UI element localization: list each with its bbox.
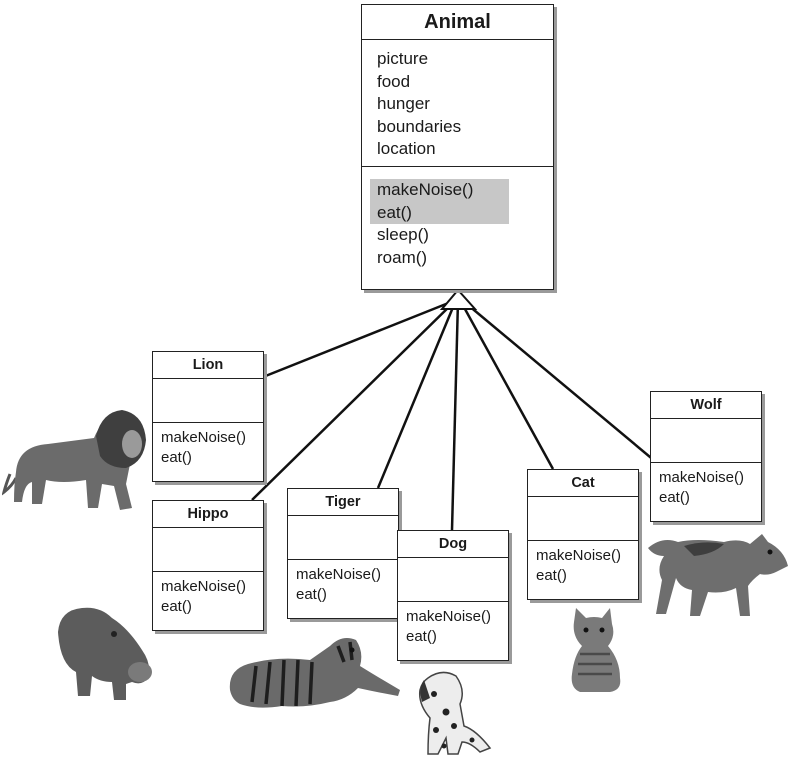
methods-compartment: makeNoise() eat() xyxy=(288,560,398,604)
dog-icon xyxy=(418,671,492,755)
methods-compartment: makeNoise() eat() xyxy=(398,602,508,646)
connector-cat xyxy=(458,299,555,470)
class-name: Wolf xyxy=(651,392,761,419)
attribute: boundaries xyxy=(377,116,462,136)
method: sleep() xyxy=(377,225,429,244)
method: makeNoise() xyxy=(536,547,622,564)
lion-icon xyxy=(2,410,146,510)
cat-class-box: Cat makeNoise() eat() xyxy=(527,469,639,600)
method: eat() xyxy=(406,627,437,645)
attributes-compartment xyxy=(398,558,508,602)
method: eat() xyxy=(161,597,192,615)
methods-compartment: makeNoise() eat() sleep() roam() xyxy=(362,167,553,269)
attribute: hunger xyxy=(377,94,430,113)
hippo-icon xyxy=(58,607,152,700)
attributes-compartment xyxy=(651,419,761,463)
cat-icon xyxy=(571,608,621,692)
attribute: location xyxy=(377,139,436,158)
animal-class-box: Animal picture food hunger boundaries lo… xyxy=(361,4,554,290)
method: roam() xyxy=(377,247,428,267)
tiger-icon xyxy=(229,638,400,708)
method-highlighted: makeNoise() xyxy=(370,179,509,202)
attributes-compartment: picture food hunger boundaries location xyxy=(362,40,553,167)
connector-wolf xyxy=(461,299,657,463)
method: makeNoise() xyxy=(161,578,247,595)
inheritance-arrowhead xyxy=(439,288,478,310)
wolf-icon xyxy=(648,534,788,616)
methods-compartment: makeNoise() eat() xyxy=(153,423,263,467)
attributes-compartment xyxy=(153,528,263,572)
method: eat() xyxy=(161,448,192,466)
wolf-class-box: Wolf makeNoise() eat() xyxy=(650,391,762,522)
class-name: Tiger xyxy=(288,489,398,516)
attribute: picture xyxy=(377,49,429,68)
tiger-class-box: Tiger makeNoise() eat() xyxy=(287,488,399,619)
method: eat() xyxy=(536,566,567,584)
attribute: food xyxy=(377,71,411,91)
method: eat() xyxy=(296,585,327,603)
attributes-compartment xyxy=(528,497,638,541)
class-name: Animal xyxy=(362,5,553,40)
class-name: Lion xyxy=(153,352,263,379)
hippo-class-box: Hippo makeNoise() eat() xyxy=(152,500,264,631)
class-name: Dog xyxy=(398,531,508,558)
connector-tiger xyxy=(376,299,458,489)
connector-hippo xyxy=(251,299,457,501)
methods-compartment: makeNoise() eat() xyxy=(651,463,761,507)
attributes-compartment xyxy=(153,379,263,423)
class-name: Cat xyxy=(528,470,638,497)
lion-class-box: Lion makeNoise() eat() xyxy=(152,351,264,482)
attributes-compartment xyxy=(288,516,398,560)
class-name: Hippo xyxy=(153,501,263,528)
methods-compartment: makeNoise() eat() xyxy=(153,572,263,616)
method-highlighted: eat() xyxy=(370,201,509,224)
method: makeNoise() xyxy=(659,469,745,486)
method: makeNoise() xyxy=(161,429,247,446)
connector-dog xyxy=(450,299,460,531)
method: makeNoise() xyxy=(296,566,382,583)
methods-compartment: makeNoise() eat() xyxy=(528,541,638,585)
dog-class-box: Dog makeNoise() eat() xyxy=(397,530,509,661)
method: eat() xyxy=(659,488,690,506)
connector-lion xyxy=(262,298,457,379)
method: makeNoise() xyxy=(406,608,492,625)
